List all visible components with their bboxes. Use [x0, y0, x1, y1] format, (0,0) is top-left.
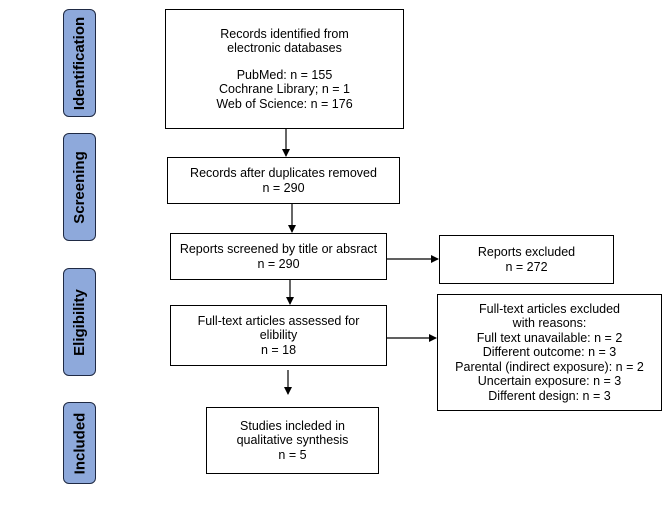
phase-included: Included — [63, 402, 96, 484]
box-line: elibility — [259, 328, 298, 343]
box-line: n = 290 — [257, 256, 300, 271]
box-line: Full-text articles assessed for — [197, 313, 360, 328]
source-cochrane: Cochrane Library; n = 1 — [219, 82, 350, 97]
duplicates-removed-box: Records after duplicates removed n = 290 — [167, 157, 400, 204]
fulltext-assessed-box: Full-text articles assessed for elibilit… — [170, 305, 387, 366]
box-line: Full-text articles excluded — [478, 301, 621, 316]
box-line: Reports excluded — [477, 245, 576, 259]
box-line: n = 18 — [260, 342, 297, 357]
box-line: n = 5 — [278, 447, 307, 462]
screened-box: Reports screened by title or absract n =… — [170, 233, 387, 280]
reason-line: Parental (indirect exposure): n = 2 — [455, 359, 644, 374]
phase-screening: Screening — [63, 133, 96, 241]
box-line: electronic databases — [227, 41, 342, 56]
studies-included-box: Studies incleded in qualitative synthesi… — [206, 407, 379, 474]
box-line: with reasons: — [512, 316, 587, 331]
fulltext-excluded-box: Full-text articles excluded with reasons… — [437, 294, 662, 411]
box-line: Records identified from — [220, 26, 349, 41]
box-line: Studies incleded in — [240, 418, 345, 433]
reason-line: Different outcome: n = 3 — [482, 345, 617, 360]
reports-excluded-box: Reports excluded n = 272 — [439, 235, 614, 284]
source-web-of-science: Web of Science: n = 176 — [216, 96, 353, 111]
box-line: Records after duplicates removed — [190, 166, 377, 180]
phase-eligibility: Eligibility — [63, 268, 96, 376]
box-line: n = 272 — [505, 259, 548, 274]
box-line: qualitative synthesis — [236, 433, 349, 448]
phase-identification: Identification — [63, 9, 96, 117]
records-identified-box: Records identified from electronic datab… — [165, 9, 404, 129]
reason-line: Uncertain exposure: n = 3 — [477, 374, 622, 389]
box-line: n = 290 — [262, 180, 305, 195]
source-pubmed: PubMed: n = 155 — [236, 67, 333, 82]
box-line: Reports screened by title or absract — [179, 242, 378, 256]
reason-line: Different design: n = 3 — [488, 388, 611, 403]
reason-line: Full text unavailable: n = 2 — [476, 330, 623, 345]
